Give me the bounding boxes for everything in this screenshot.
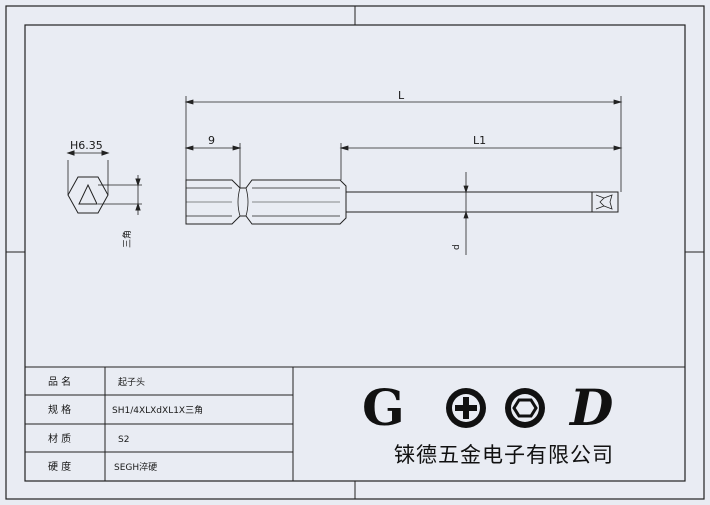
tip-diameter-label: d — [452, 244, 462, 250]
logo-letter-g: G — [362, 378, 405, 437]
dimension-L1 — [339, 143, 623, 180]
tip-outline — [592, 191, 619, 213]
row-label-material: 材 质 — [48, 432, 71, 445]
row-value-name: 起子头 — [118, 377, 145, 388]
logo-plus-circle-icon — [446, 388, 486, 428]
company-name: 铼德五金电子有限公司 — [394, 443, 614, 467]
bit-side-view — [185, 179, 619, 225]
row-value-material: S2 — [118, 435, 129, 445]
dimension-L — [184, 96, 623, 192]
row-label-hardness: 硬 度 — [48, 460, 71, 473]
overall-length-label: L — [398, 89, 405, 102]
hex-size-label: H6.35 — [70, 139, 103, 152]
hex-outline — [67, 176, 109, 214]
logo-letter-d: D — [568, 378, 613, 437]
tip-length-label: L1 — [473, 134, 486, 147]
end-view — [66, 150, 142, 215]
dimension-d — [463, 172, 469, 255]
hex-shank — [185, 179, 347, 225]
row-label-name: 品 名 — [48, 375, 71, 388]
triangle-recess — [78, 183, 98, 205]
tip-shape-note: 三角 — [121, 230, 133, 248]
title-block — [25, 366, 685, 481]
logo-hex-nut-icon — [505, 388, 545, 428]
hex-section-length-label: 9 — [208, 134, 215, 147]
row-value-spec: SH1/4XLXdXL1X三角 — [112, 404, 203, 416]
dimension-9 — [184, 143, 242, 188]
row-label-spec: 规 格 — [48, 403, 71, 416]
row-value-hardness: SEGH淬硬 — [114, 461, 157, 473]
